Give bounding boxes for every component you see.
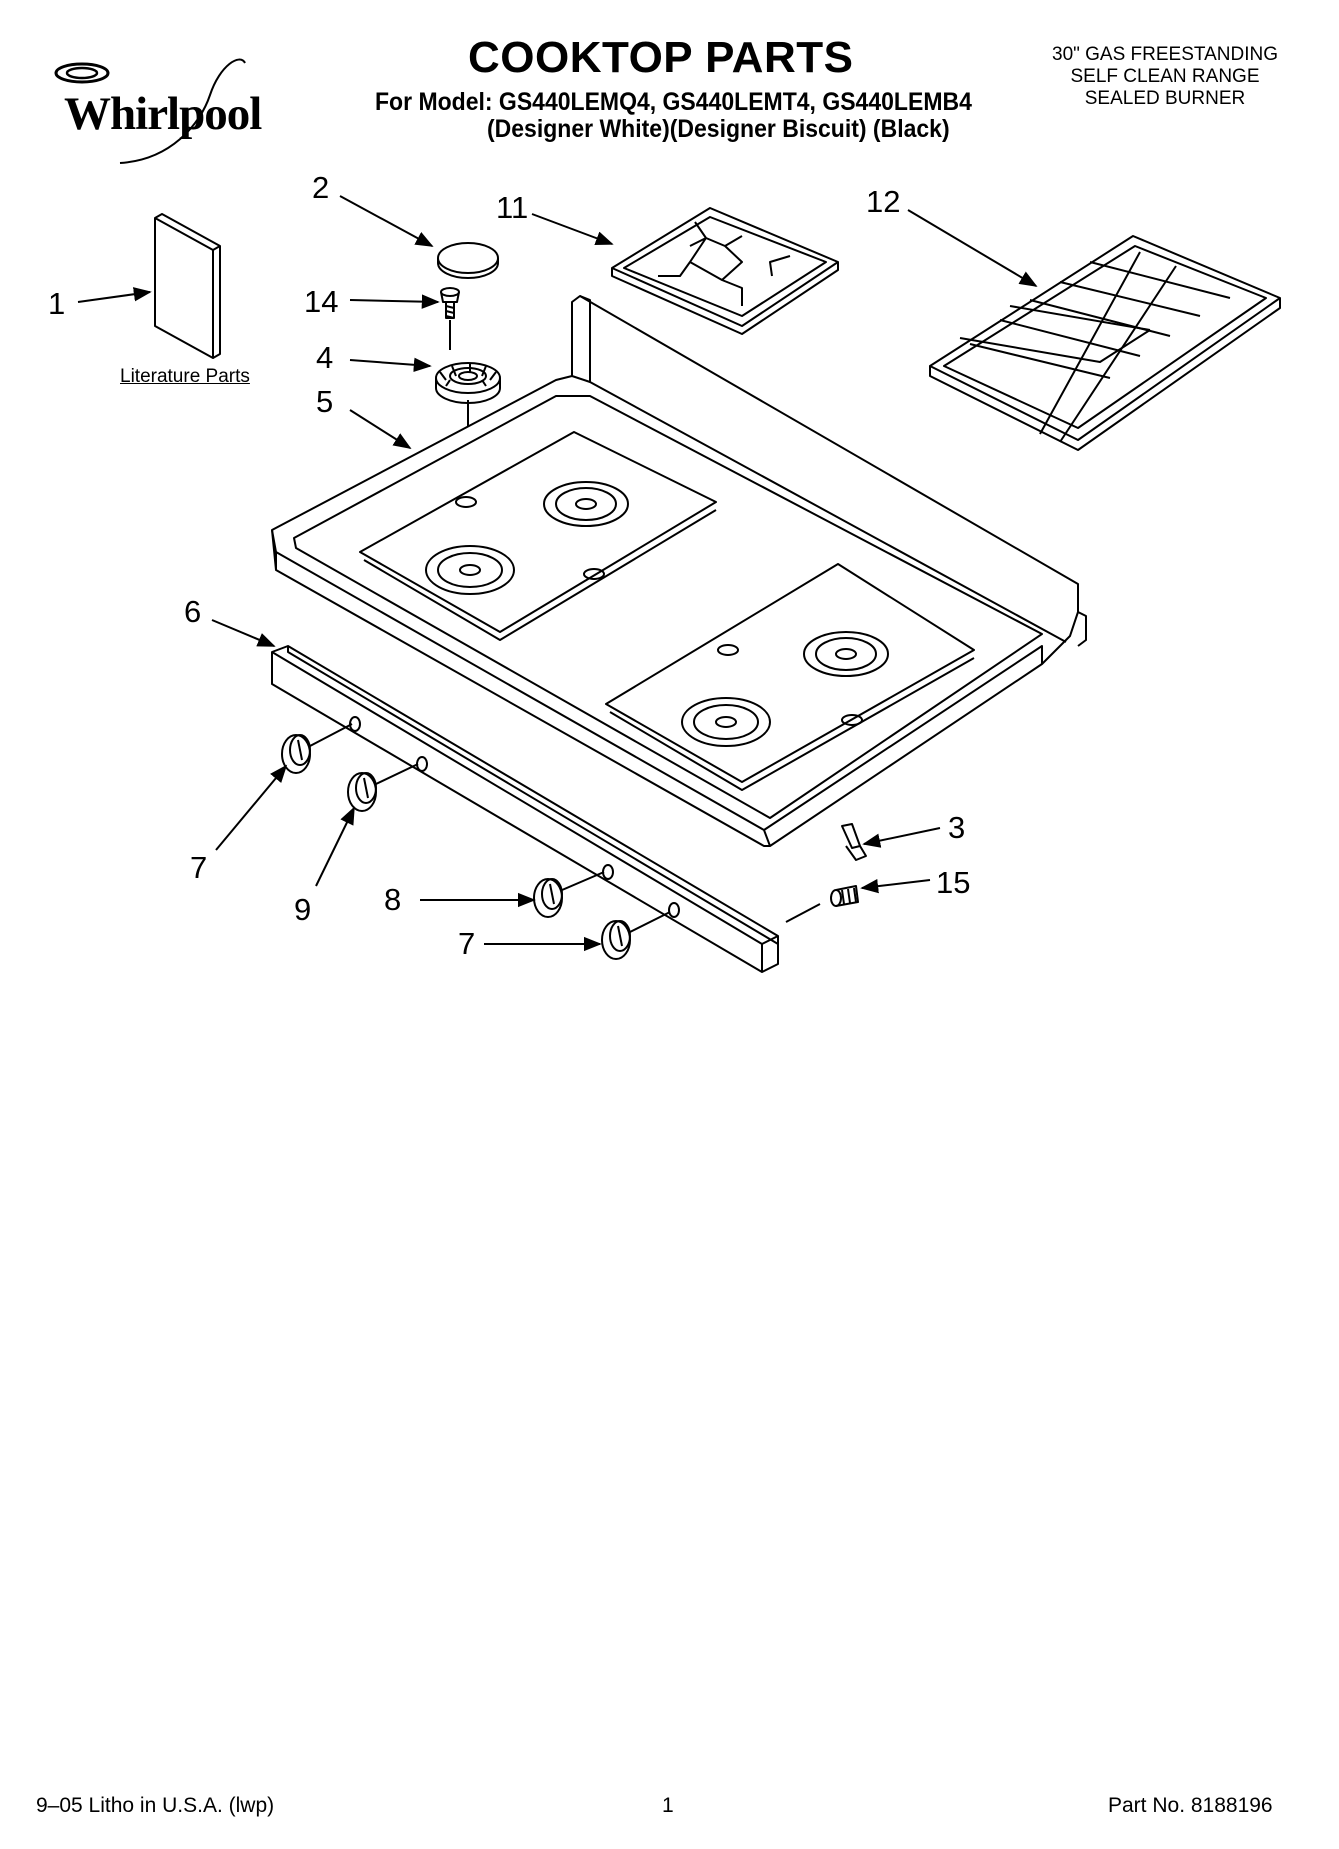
- product-line: SELF CLEAN RANGE: [1070, 66, 1260, 87]
- callout-2: 2: [312, 170, 329, 205]
- literature-booklet: [154, 213, 221, 359]
- knob-right-inner: [533, 878, 563, 918]
- knob-left-outer: [281, 734, 311, 774]
- whirlpool-logo: Whirlpool: [40, 55, 290, 170]
- callout-9: 9: [294, 892, 311, 927]
- burner-screw: [440, 287, 460, 319]
- mounting-screw: [830, 885, 859, 907]
- callout-12: 12: [866, 184, 900, 219]
- control-panel-strip: [271, 645, 779, 973]
- callout-5: 5: [316, 384, 333, 419]
- mounting-clip: [841, 823, 867, 861]
- page-number: 1: [662, 1794, 674, 1817]
- page-title: COOKTOP PARTS: [468, 33, 854, 82]
- double-grate: [929, 235, 1281, 451]
- knob-right-outer: [601, 920, 631, 960]
- callout-7: 7: [458, 926, 475, 961]
- literature-parts-label: Literature Parts: [120, 366, 250, 387]
- callout-7: 7: [190, 850, 207, 885]
- litho-note: 9–05 Litho in U.S.A. (lwp): [36, 1794, 275, 1817]
- logo-swirl-icon: [54, 58, 246, 164]
- callout-4: 4: [316, 340, 333, 375]
- product-description: 30" GAS FREESTANDING SELF CLEAN RANGE SE…: [1010, 44, 1320, 110]
- product-line: 30" GAS FREESTANDING: [1052, 44, 1278, 65]
- burner-cap: [437, 242, 499, 279]
- cooktop-panel: [271, 295, 1087, 847]
- single-grate: [611, 207, 839, 335]
- callout-11: 11: [496, 190, 528, 225]
- callout-6: 6: [184, 594, 201, 629]
- knob-left-inner: [347, 772, 377, 812]
- callout-1: 1: [48, 286, 65, 321]
- part-number: Part No. 8188196: [1108, 1794, 1273, 1817]
- burner-base: [435, 362, 501, 404]
- colors-line: (Designer White)(Designer Biscuit) (Blac…: [487, 115, 950, 143]
- model-line: For Model: GS440LEMQ4, GS440LEMT4, GS440…: [375, 88, 972, 116]
- logo-wordmark: Whirlpool: [64, 88, 262, 140]
- callout-8: 8: [384, 882, 401, 917]
- product-line: SEALED BURNER: [1084, 88, 1246, 109]
- callout-3: 3: [948, 810, 965, 845]
- callout-15: 15: [936, 865, 970, 900]
- callout-14: 14: [304, 284, 338, 319]
